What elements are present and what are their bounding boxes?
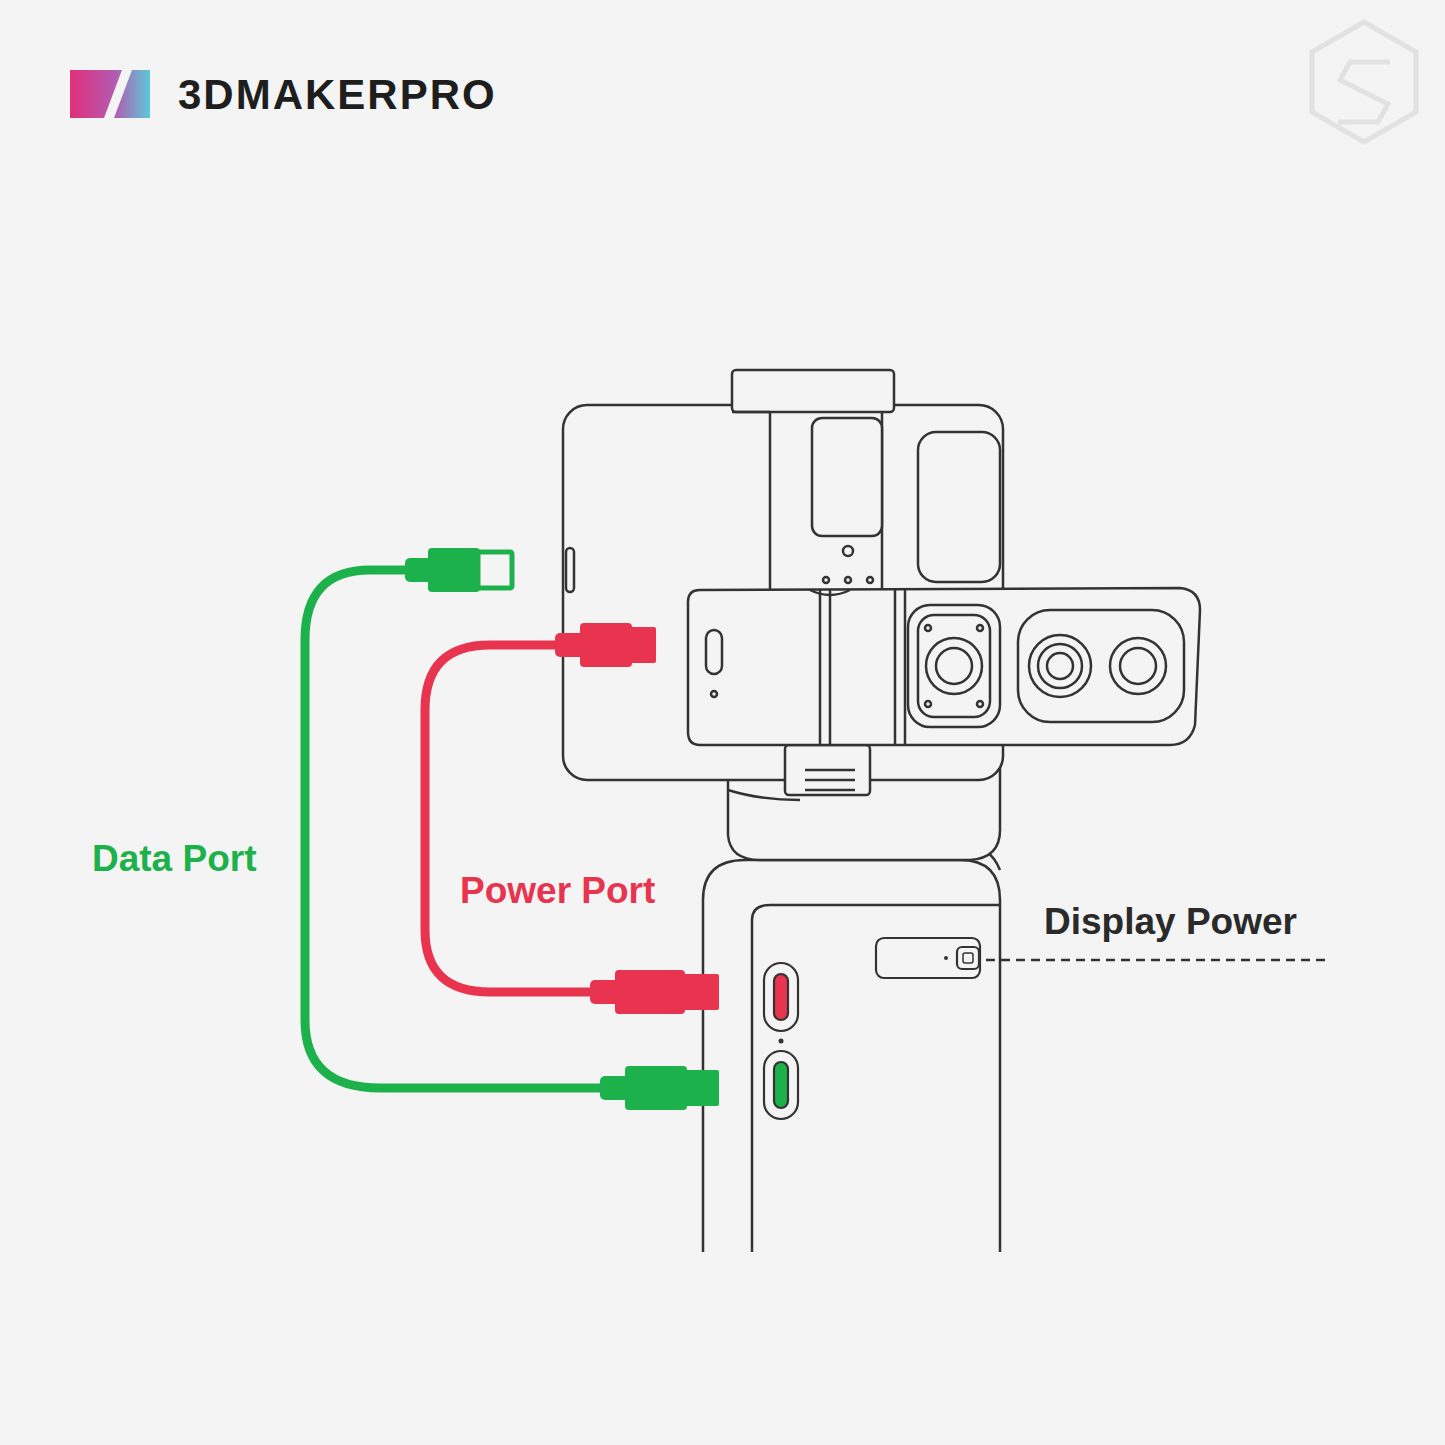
watermark-icon-part xyxy=(1312,22,1416,142)
3d-scanner-part xyxy=(1038,644,1082,688)
data-cable xyxy=(305,548,719,1110)
power-cable-part xyxy=(630,627,656,663)
3d-scanner-part xyxy=(1018,610,1184,722)
power-cable-part xyxy=(425,645,610,992)
phone-clamp xyxy=(732,370,894,598)
3d-scanner-part xyxy=(1029,635,1091,697)
3d-scanner-part xyxy=(1120,648,1156,684)
gimbal-handle-part xyxy=(752,905,1000,1252)
port-label: Data Port xyxy=(92,840,256,877)
phone-clamp-part xyxy=(845,577,851,583)
display-power-button-part xyxy=(957,947,979,969)
display-power-button-part xyxy=(876,938,980,978)
3d-scanner-part xyxy=(925,701,931,707)
power-cable-part xyxy=(615,970,685,1014)
watermark-icon-part xyxy=(1338,62,1390,122)
data-cable-part xyxy=(625,1066,687,1110)
power-cable-part xyxy=(580,623,632,667)
handle-ports-part xyxy=(774,974,788,1020)
3d-scanner-part xyxy=(1110,638,1166,694)
data-cable-part xyxy=(478,552,512,588)
brand-logo-text: 3DMAKERPRO xyxy=(178,74,497,116)
display-power-button-part xyxy=(963,953,973,963)
display-power-button-part xyxy=(944,956,948,960)
quick-release-mount-part xyxy=(805,789,855,792)
3d-scanner-part xyxy=(810,590,850,595)
display-power-button xyxy=(876,938,980,978)
port-label: Power Port xyxy=(460,872,655,909)
data-cable-part xyxy=(305,570,645,1088)
quick-release-mount xyxy=(785,745,870,795)
phone-part xyxy=(566,548,574,592)
3d-scanner-part xyxy=(820,590,905,745)
3d-scanner-part xyxy=(926,638,982,694)
logo-mark-part xyxy=(70,70,150,118)
3d-scanner-part xyxy=(977,701,983,707)
power-cable-part xyxy=(683,974,719,1010)
3d-scanner-part xyxy=(936,648,972,684)
3d-scanner-part xyxy=(706,630,722,674)
phone-part xyxy=(918,432,1000,582)
leader-line xyxy=(986,959,1328,962)
button-label: Display Power xyxy=(1044,903,1297,940)
gimbal-handle-part xyxy=(703,860,1000,1252)
phone-clamp-part xyxy=(770,398,882,598)
phone-clamp-part xyxy=(812,418,882,536)
3d-scanner-part xyxy=(711,691,717,697)
power-cable xyxy=(425,623,719,1014)
phone-clamp-part xyxy=(732,411,770,414)
3d-scanner-part xyxy=(688,588,1200,745)
3d-scanner-part xyxy=(925,625,931,631)
phone-clamp-part xyxy=(732,370,894,412)
phone-clamp-part xyxy=(843,546,853,556)
quick-release-mount-part xyxy=(785,745,870,795)
watermark-icon xyxy=(1312,22,1416,142)
3d-scanner-part xyxy=(977,625,983,631)
data-cable-part xyxy=(428,548,480,592)
phone-clamp-part xyxy=(867,577,873,583)
handle-ports-part xyxy=(779,1039,784,1044)
handle-ports xyxy=(764,963,798,1119)
3d-scanner-part xyxy=(908,605,1000,727)
data-cable-part xyxy=(685,1070,719,1106)
quick-release-mount-part xyxy=(805,769,855,772)
phone-clamp-part xyxy=(823,577,829,583)
3d-scanner-part xyxy=(1047,653,1073,679)
handle-ports-part xyxy=(774,1062,788,1108)
logo-mark-part xyxy=(104,70,132,118)
3d-scanner xyxy=(688,588,1200,745)
handle-ports-part xyxy=(764,1051,798,1119)
quick-release-mount-part xyxy=(805,779,855,782)
handle-ports-part xyxy=(764,963,798,1031)
logo-mark xyxy=(70,70,150,118)
3d-scanner-part xyxy=(918,615,990,717)
gimbal-handle xyxy=(703,840,1000,1252)
